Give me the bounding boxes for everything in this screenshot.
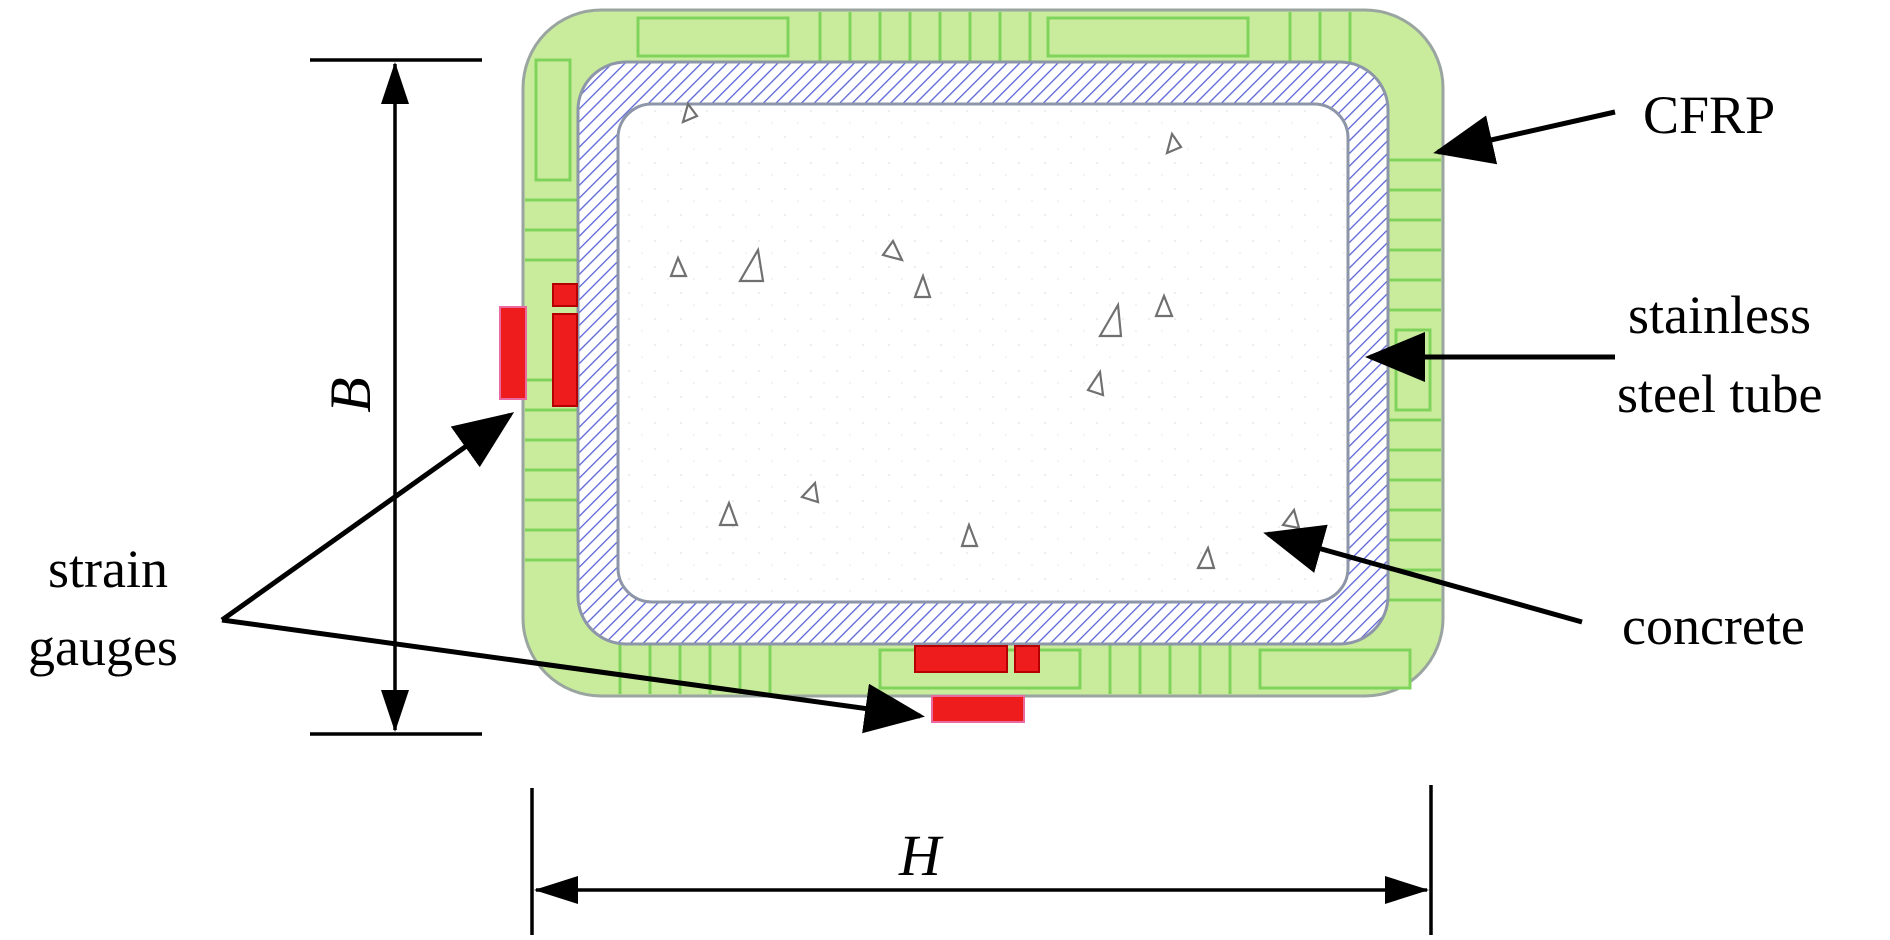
leader-arrows <box>220 109 1616 734</box>
cfrp-label: CFRP <box>1643 85 1775 145</box>
concrete-arrow <box>1263 524 1583 625</box>
strain-arrow-upper <box>220 412 515 623</box>
dimension-h <box>530 785 1433 935</box>
strain-arrow-lower <box>221 617 925 734</box>
dimension-h-label: H <box>898 823 944 888</box>
strain-gauges-label-line2: gauges <box>28 617 178 677</box>
stainless-label-line2: steel tube <box>1617 364 1822 424</box>
aggregate-marks <box>669 101 1301 570</box>
dimension-b-label: B <box>318 377 383 412</box>
strain-gauge-bottom-inner <box>914 645 1008 673</box>
strain-gauge-left-outer <box>499 306 527 400</box>
strain-gauges <box>499 283 1040 723</box>
dimension-b <box>310 58 482 736</box>
cfrp-arrow <box>1433 109 1616 165</box>
concrete-core <box>616 101 1350 604</box>
strain-gauge-left-inner <box>552 313 578 407</box>
strain-gauge-bottom-outer <box>931 695 1025 723</box>
strain-gauge-left-inner-small <box>552 283 578 307</box>
strain-gauge-bottom-inner-small <box>1014 645 1040 673</box>
strain-gauges-label-line1: strain <box>48 539 168 599</box>
concrete-label: concrete <box>1622 596 1805 656</box>
stainless-label-line1: stainless <box>1628 285 1811 345</box>
